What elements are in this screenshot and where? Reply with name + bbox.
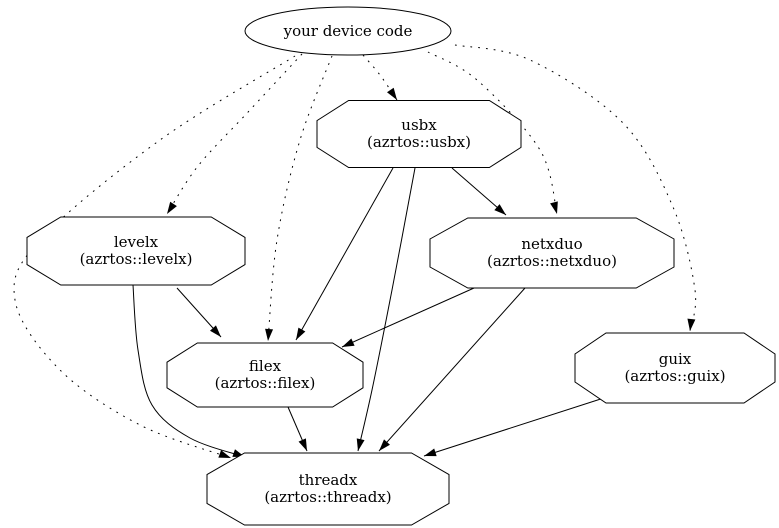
node-device_code-ellipse-shape — [244, 6, 452, 56]
node-levelx-label-line-2: (azrtos::levelx) — [80, 250, 193, 268]
node-filex: filex(azrtos::filex) — [166, 342, 364, 408]
node-netxduo: netxduo(azrtos::netxduo) — [429, 217, 675, 289]
nodes-layer: your device codeusbx(azrtos::usbx)levelx… — [26, 6, 776, 526]
node-levelx-label-line-1: levelx — [114, 233, 159, 251]
node-guix-label-line-2: (azrtos::guix) — [624, 367, 725, 385]
edge-guix-to-threadx — [423, 395, 611, 457]
node-filex-label-line-1: filex — [249, 357, 282, 375]
node-device_code-label-line-1: your device code — [283, 22, 413, 40]
edge-usbx-to-netxduo — [451, 167, 507, 216]
node-netxduo-octagon-shape — [429, 217, 675, 289]
edge-device_code-to-filex — [265, 55, 333, 342]
edge-netxduo-to-filex — [341, 283, 484, 348]
node-device_code: your device code — [244, 6, 452, 56]
edge-levelx-to-threadx — [132, 284, 246, 458]
edge-levelx-to-filex — [176, 287, 222, 338]
node-guix-label-line-1: guix — [659, 350, 692, 368]
node-levelx: levelx(azrtos::levelx) — [26, 216, 246, 286]
node-threadx-label-line-1: threadx — [299, 471, 358, 489]
node-usbx-label-line-2: (azrtos::usbx) — [367, 133, 471, 151]
edge-device_code-to-levelx — [166, 53, 303, 215]
node-guix: guix(azrtos::guix) — [574, 332, 776, 404]
edge-device_code-to-usbx — [362, 54, 398, 101]
node-filex-label-line-2: (azrtos::filex) — [215, 374, 316, 392]
edges-layer — [13, 44, 697, 459]
edge-filex-to-threadx — [287, 406, 308, 452]
node-usbx-octagon-shape — [316, 100, 522, 168]
edge-netxduo-to-threadx — [378, 287, 526, 452]
node-threadx: threadx(azrtos::threadx) — [206, 452, 450, 526]
node-netxduo-label-line-1: netxduo — [521, 235, 582, 253]
edge-usbx-to-filex — [295, 167, 394, 341]
edge-usbx-to-threadx — [356, 167, 416, 452]
node-threadx-label-line-2: (azrtos::threadx) — [264, 488, 391, 506]
node-usbx: usbx(azrtos::usbx) — [316, 100, 522, 168]
node-guix-octagon-shape — [574, 332, 776, 404]
node-usbx-label-line-1: usbx — [401, 116, 437, 134]
node-threadx-octagon-shape — [206, 452, 450, 526]
node-netxduo-label-line-2: (azrtos::netxduo) — [487, 252, 617, 270]
node-levelx-octagon-shape — [26, 216, 246, 286]
node-filex-octagon-shape — [166, 342, 364, 408]
